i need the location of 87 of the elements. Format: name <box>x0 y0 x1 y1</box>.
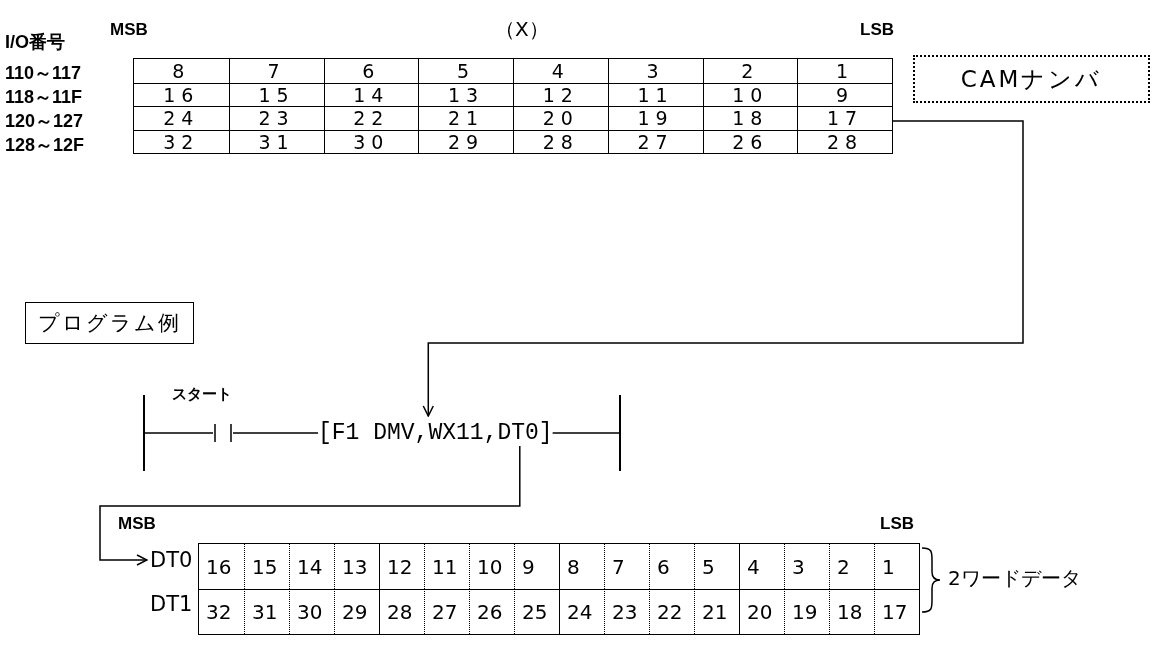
table-cell: 29 <box>418 129 513 154</box>
table-cell: 28 <box>513 129 608 154</box>
msb-label: MSB <box>118 514 156 534</box>
table-cell-text: 8 <box>171 59 192 83</box>
instruction-text: [F1 DMV,WX11,DT0] <box>318 414 553 452</box>
connector-line <box>551 432 620 434</box>
table-cell: 31 <box>244 589 289 634</box>
table-cell: 5 <box>418 59 513 83</box>
table-cell: 17 <box>797 106 892 130</box>
table-cell: 19 <box>784 589 829 634</box>
row-label: 128～12F <box>5 134 85 157</box>
register-label: （X） <box>495 16 549 43</box>
table-cell: 15 <box>228 82 324 107</box>
table-cell: 32 <box>134 129 229 154</box>
table-cell: 20 <box>739 589 784 634</box>
table-cell: 29 <box>334 589 379 634</box>
table-cell: 18 <box>829 589 874 634</box>
table-cell: 6 <box>323 59 419 83</box>
connector-line <box>232 432 319 434</box>
msb-label: MSB <box>110 20 148 40</box>
arrow <box>99 445 521 566</box>
table-cell: 21 <box>418 106 513 130</box>
table-cell: 30 <box>323 129 419 154</box>
table-cell: 26 <box>469 589 514 634</box>
table-cell: 7 <box>604 544 649 589</box>
table-cell: 5 <box>694 544 739 589</box>
table-cell: 16 <box>134 82 229 107</box>
bit-table <box>133 58 893 154</box>
table-cell: 28 <box>379 589 424 634</box>
row-label: 120～127 <box>5 110 84 133</box>
table-cell: 26 <box>702 129 798 154</box>
table-cell: 22 <box>323 106 419 130</box>
table-cell: 22 <box>649 589 694 634</box>
table-cell: 1 <box>874 544 919 589</box>
table-cell: 13 <box>418 82 513 107</box>
table-cell: 3 <box>784 544 829 589</box>
table-cell: 11 <box>607 82 703 107</box>
table-cell: 11 <box>424 544 469 589</box>
table-cell: 24 <box>134 106 229 130</box>
table-cell: 25 <box>514 589 559 634</box>
table-cell: 2 <box>702 59 798 83</box>
table-cell: 20 <box>513 106 608 130</box>
table-cell: 17 <box>874 589 919 634</box>
table-cell: 4 <box>513 59 608 83</box>
table-cell: 23 <box>604 589 649 634</box>
io-number-header: I/O番号 <box>5 31 65 54</box>
table-cell: 13 <box>334 544 379 589</box>
table-cell: 10 <box>469 544 514 589</box>
table-cell: 4 <box>739 544 784 589</box>
lsb-label: LSB <box>880 514 914 534</box>
table-cell: 2 <box>829 544 874 589</box>
table-cell: 14 <box>289 544 334 589</box>
table-cell: 8 <box>559 544 604 589</box>
table-cell: 32 <box>199 589 244 634</box>
table-cell: 12 <box>513 82 608 107</box>
bracket-label: 2ワードデータ <box>948 565 1081 592</box>
table-cell: 9 <box>514 544 559 589</box>
arrow <box>422 120 1024 417</box>
contact-label: スタート <box>172 385 232 404</box>
table-cell: 18 <box>702 106 798 130</box>
table-cell: 27 <box>607 129 703 154</box>
table-cell: 6 <box>649 544 694 589</box>
table-cell: 28 <box>797 129 892 154</box>
row-label: 118～11F <box>5 86 83 109</box>
table-cell: 14 <box>323 82 419 107</box>
table-cell: 30 <box>289 589 334 634</box>
lsb-label: LSB <box>860 20 894 40</box>
table-cell: 7 <box>228 59 324 83</box>
table-cell: 9 <box>797 82 892 107</box>
table-cell-text: 16 <box>205 553 233 581</box>
table-cell: 31 <box>228 129 324 154</box>
register-label: DT0 <box>150 548 193 572</box>
table-cell: 1 <box>797 59 892 83</box>
table-cell: 12 <box>379 544 424 589</box>
table-cell: 21 <box>694 589 739 634</box>
connector-line <box>144 432 214 434</box>
table-cell: 10 <box>702 82 798 107</box>
table-cell: 27 <box>424 589 469 634</box>
note-box: CAMナンバ <box>913 55 1150 103</box>
table-cell: 3 <box>607 59 703 83</box>
table-cell: 15 <box>244 544 289 589</box>
table-cell: 19 <box>607 106 703 130</box>
register-label: DT1 <box>150 592 193 616</box>
table-cell: 24 <box>559 589 604 634</box>
table-cell: 23 <box>228 106 324 130</box>
row-label: 110～117 <box>5 62 82 85</box>
heading-box: プログラム例 <box>25 302 194 344</box>
